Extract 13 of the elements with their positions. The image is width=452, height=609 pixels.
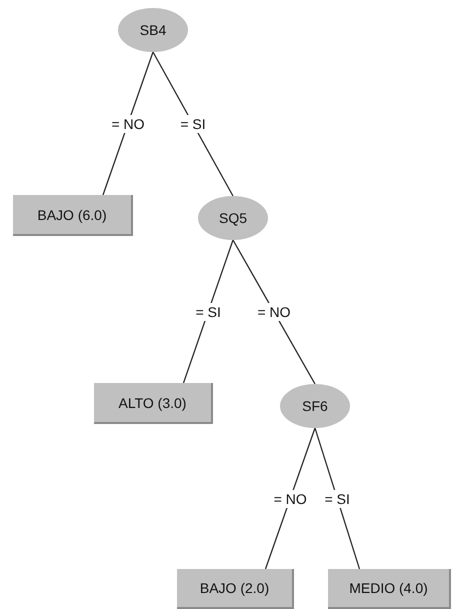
leaf-box: BAJO (2.0) bbox=[177, 569, 294, 609]
decision-ellipse: SB4 bbox=[118, 8, 188, 52]
connector-line bbox=[314, 428, 360, 570]
decision-ellipse: SF6 bbox=[280, 384, 350, 428]
connector-line bbox=[152, 52, 234, 196]
leaf-box: BAJO (6.0) bbox=[13, 195, 133, 236]
connector-line bbox=[232, 240, 316, 384]
decision-ellipse: SQ5 bbox=[198, 196, 268, 240]
leaf-box: ALTO (3.0) bbox=[94, 383, 213, 424]
connector-line bbox=[264, 428, 316, 570]
connector-line bbox=[182, 240, 234, 384]
leaf-box: MEDIO (4.0) bbox=[328, 569, 451, 609]
connector-line bbox=[102, 52, 154, 196]
